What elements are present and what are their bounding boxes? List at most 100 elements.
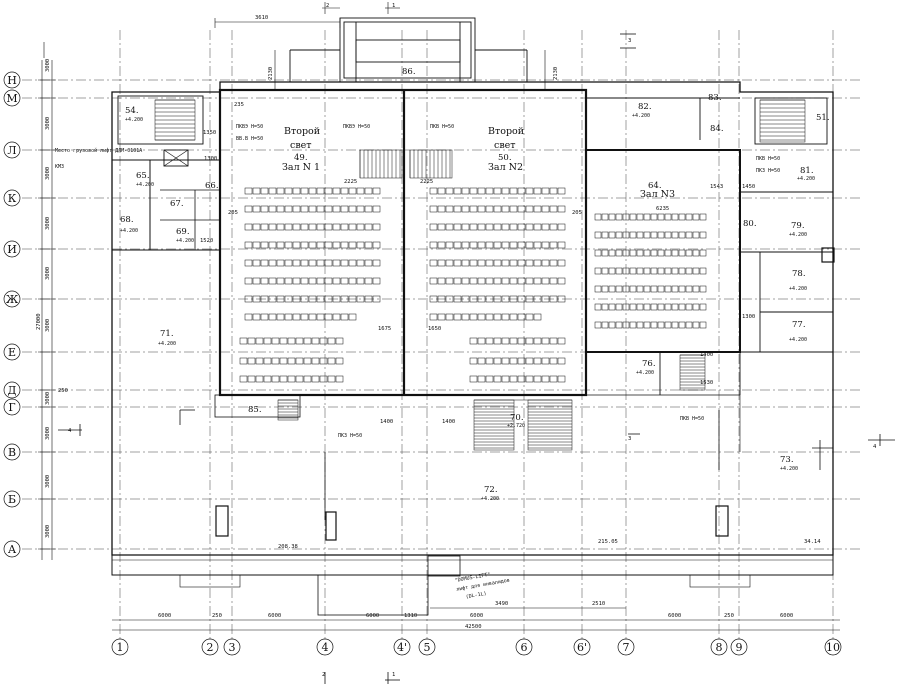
- seat-hall-49: [319, 375, 328, 383]
- seat-hall-49: [287, 357, 296, 365]
- seat-hall-49: [348, 259, 357, 267]
- seat-hall-49: [276, 205, 285, 213]
- seat-hall-49: [252, 223, 261, 231]
- seat-hall-49: [239, 375, 248, 383]
- seat-hall-50: [509, 241, 518, 249]
- seat-hall-64: [692, 321, 700, 329]
- room-68-elev: +4.200: [120, 228, 138, 234]
- seat-hall-64: [678, 249, 686, 257]
- seat-hall-50: [445, 313, 454, 321]
- seat-hall-50: [501, 295, 510, 303]
- seat-hall-64: [629, 303, 637, 311]
- seat-hall-49: [324, 241, 333, 249]
- seat-hall-50: [509, 313, 518, 321]
- seat-hall-49: [244, 277, 253, 285]
- seat-hall-49: [303, 375, 312, 383]
- seat-hall-50: [525, 277, 534, 285]
- seat-hall-50: [557, 375, 566, 383]
- seat-hall-50: [549, 337, 558, 345]
- seat-hall-50: [453, 223, 462, 231]
- seat-hall-64: [671, 285, 679, 293]
- seat-hall-49: [348, 241, 357, 249]
- seat-hall-50: [485, 259, 494, 267]
- seat-hall-50: [453, 205, 462, 213]
- seat-hall-64: [601, 285, 609, 293]
- seat-hall-49: [316, 313, 325, 321]
- seat-hall-50: [485, 313, 494, 321]
- seat-hall-50: [517, 187, 526, 195]
- seat-hall-49: [324, 259, 333, 267]
- seat-hall-64: [657, 267, 665, 275]
- axis-label-n: Н: [7, 74, 17, 87]
- seat-hall-50: [493, 337, 502, 345]
- seat-hall-50: [517, 277, 526, 285]
- left-dim-8: 3000: [45, 427, 51, 440]
- seat-hall-64: [615, 213, 623, 221]
- seat-hall-49: [295, 375, 304, 383]
- seat-hall-49: [252, 241, 261, 249]
- seat-hall-49: [247, 337, 256, 345]
- left-dim-3: 3000: [45, 217, 51, 230]
- seat-hall-49: [308, 259, 317, 267]
- seat-hall-64: [657, 231, 665, 239]
- hall-64-number: 64.: [648, 181, 662, 191]
- seat-hall-64: [664, 249, 672, 257]
- seat-hall-64: [685, 285, 693, 293]
- left-dim-7: 3000: [45, 392, 51, 405]
- dim-1400-a: 1400: [380, 419, 393, 425]
- room-77-number: 77.: [792, 320, 806, 330]
- seat-hall-50: [509, 259, 518, 267]
- seat-hall-50: [549, 241, 558, 249]
- seat-hall-64: [601, 267, 609, 275]
- bottom-dim-1: 250: [212, 613, 222, 619]
- seat-hall-64: [699, 249, 707, 257]
- seat-hall-49: [316, 259, 325, 267]
- seat-hall-49: [300, 259, 309, 267]
- seat-hall-49: [303, 357, 312, 365]
- seat-hall-50: [557, 357, 566, 365]
- bottom-dim-8: 6000: [780, 613, 793, 619]
- seat-hall-50: [533, 277, 542, 285]
- bottom-dim-labels: 6000 250 6000 6000 1310 6000 6000 250 60…: [158, 601, 793, 630]
- axis-label-1: 1: [117, 641, 124, 654]
- seat-hall-64: [608, 285, 616, 293]
- seat-hall-50: [445, 259, 454, 267]
- seat-hall-49: [332, 223, 341, 231]
- seat-hall-64: [643, 213, 651, 221]
- axis-label-i: И: [7, 243, 17, 256]
- room-81-elev: +4.200: [797, 176, 815, 182]
- section-mark-2-bottom: 2: [322, 672, 325, 678]
- tag-pk7: ПКВ Н=50: [680, 416, 704, 422]
- seat-hall-50: [533, 259, 542, 267]
- section-arrows: [58, 33, 895, 446]
- seat-hall-64: [664, 303, 672, 311]
- seating-rows: [239, 187, 707, 383]
- seat-hall-50: [493, 277, 502, 285]
- seat-hall-50: [517, 295, 526, 303]
- seat-hall-49: [332, 295, 341, 303]
- seat-hall-49: [308, 313, 317, 321]
- seat-hall-50: [445, 223, 454, 231]
- room-83-number: 83.: [708, 93, 722, 103]
- seat-hall-50: [469, 205, 478, 213]
- seat-hall-50: [429, 277, 438, 285]
- seat-hall-49: [284, 295, 293, 303]
- seat-hall-49: [271, 357, 280, 365]
- seat-hall-50: [541, 241, 550, 249]
- seat-hall-64: [608, 249, 616, 257]
- room-68-number: 68.: [120, 215, 134, 225]
- seat-hall-50: [445, 241, 454, 249]
- seat-hall-50: [453, 187, 462, 195]
- seat-hall-49: [292, 223, 301, 231]
- seat-hall-49: [260, 295, 269, 303]
- seat-hall-49: [252, 205, 261, 213]
- seat-hall-64: [608, 303, 616, 311]
- seat-hall-50: [493, 205, 502, 213]
- seat-hall-64: [636, 231, 644, 239]
- seat-hall-64: [594, 231, 602, 239]
- seat-hall-64: [622, 267, 630, 275]
- dim-1675: 1675: [378, 326, 391, 332]
- axis-label-m: М: [6, 92, 17, 105]
- left-dim-9: 3000: [45, 475, 51, 488]
- seat-hall-49: [356, 295, 365, 303]
